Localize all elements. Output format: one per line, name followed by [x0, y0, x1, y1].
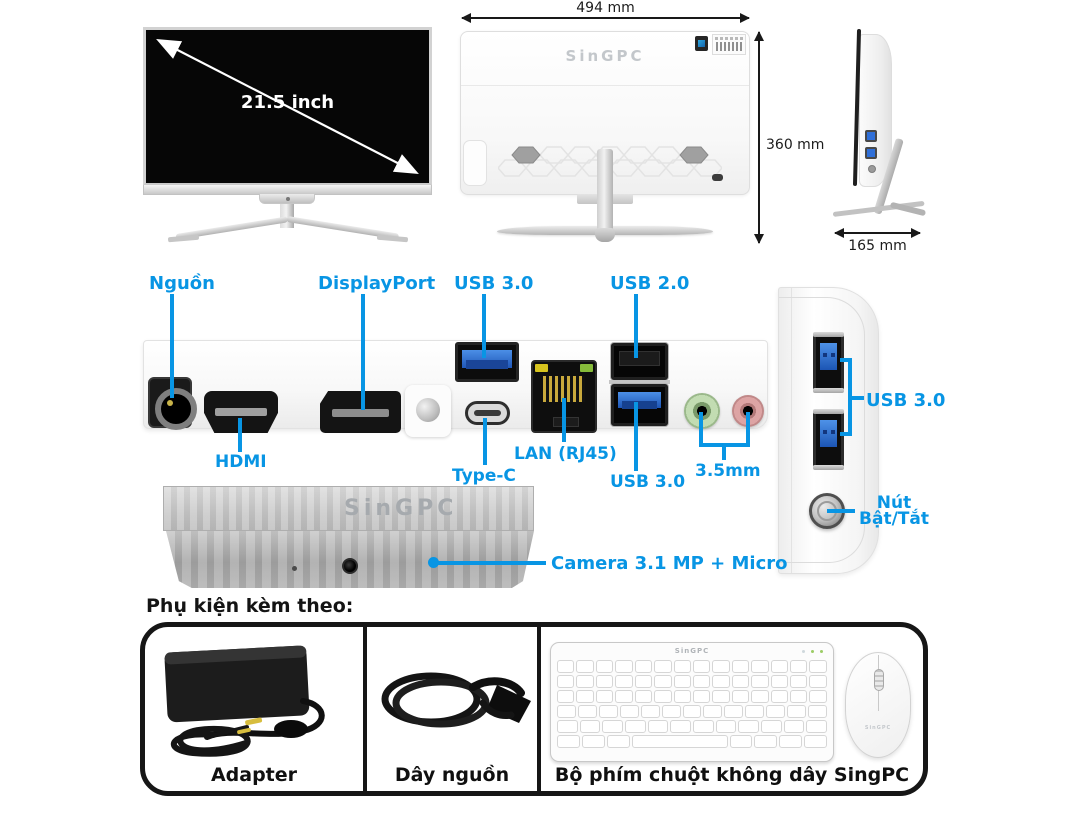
mouse-image: SinGPC	[845, 652, 911, 758]
label-power-button-line2: Bật/Tắt	[859, 509, 929, 529]
mouse-logo: SinGPC	[864, 725, 892, 731]
front-stand-foot-right	[376, 234, 409, 243]
kensington-lock-slot	[712, 174, 723, 181]
microphone-hole-icon	[292, 566, 297, 571]
leader-line-lan	[562, 398, 566, 442]
usb-c-port	[465, 401, 510, 425]
front-stand-foot-left	[167, 234, 200, 243]
label-camera: Camera 3.1 MP + Micro	[551, 553, 788, 574]
accessory-label-adapter: Adapter	[210, 764, 298, 786]
back-logo: SinGPC	[565, 47, 645, 65]
leader-line-typec	[483, 418, 487, 465]
dc-power-port	[148, 377, 197, 430]
leader-stub-side-usb-1	[840, 358, 852, 362]
screen-size-label: 21.5 inch	[240, 92, 335, 113]
accessory-label-keyboard-mouse: Bộ phím chuột không dây SingPC	[554, 764, 910, 786]
keyboard-top-strip: SinGPC	[557, 647, 827, 658]
label-displayport: DisplayPort	[318, 273, 436, 294]
label-usb3-top: USB 3.0	[454, 273, 534, 294]
camera-bar-top-face: SinGPC	[163, 486, 534, 531]
leader-bracket-audio	[699, 443, 750, 447]
leader-line-power-button	[827, 509, 855, 513]
usb3-port-bottom	[611, 384, 668, 426]
width-dimension-label: 494 mm	[576, 0, 635, 16]
depth-dimension-arrow	[834, 228, 921, 238]
leader-line-displayport	[361, 294, 365, 410]
height-dimension-label: 360 mm	[766, 137, 825, 153]
leader-stub-audio	[722, 447, 726, 460]
keyboard-indicator-leds	[820, 650, 823, 653]
power-cord-image	[381, 672, 531, 728]
back-stand-pole	[597, 149, 613, 233]
back-stand-hub	[595, 228, 615, 242]
usb3-port-top	[455, 342, 519, 382]
leader-line-audio-pink	[746, 412, 750, 447]
label-audio-35mm: 3.5mm	[695, 461, 761, 481]
leader-line-usb3-bottom	[634, 402, 638, 471]
front-camera-dot-icon	[286, 197, 290, 201]
camera-bar-logo: SinGPC	[344, 496, 458, 521]
leader-line-power	[170, 294, 174, 398]
displayport-port	[320, 391, 401, 433]
height-dimension-arrow	[754, 31, 764, 244]
side-view-body	[859, 34, 892, 187]
antenna-screw-mount	[405, 385, 451, 437]
label-lan: LAN (RJ45)	[514, 444, 617, 464]
label-usb3-bottom: USB 3.0	[610, 472, 686, 492]
label-power-button-line1: Nút	[876, 493, 912, 513]
usb-metal-cap	[813, 409, 844, 414]
leader-stub-side-usb-2	[840, 432, 852, 436]
label-usb2: USB 2.0	[610, 273, 690, 294]
leader-line-usb2	[634, 294, 638, 358]
width-dimension-arrow	[461, 13, 750, 23]
label-hdmi: HDMI	[215, 452, 267, 472]
depth-dimension-label: 165 mm	[848, 238, 907, 254]
usb-metal-cap	[813, 332, 844, 337]
diagonal-arrow-icon	[156, 38, 419, 175]
leader-line-hdmi	[238, 418, 242, 452]
camera-lens-icon	[342, 558, 358, 574]
label-side-usb3: USB 3.0	[866, 390, 946, 411]
side-view-usb-port-2	[865, 147, 877, 159]
accessory-label-power-cord: Dây nguồn	[394, 764, 510, 786]
side-view-power-button	[868, 165, 876, 173]
usb-stack-divider	[609, 380, 670, 384]
mouse-wheel-icon	[874, 669, 884, 691]
label-power-button: Nút Bật/Tắt	[858, 493, 930, 529]
leader-line-audio-green	[699, 412, 703, 447]
usb2-port	[611, 343, 668, 380]
label-power: Nguồn	[149, 273, 215, 294]
side-panel-groove	[791, 288, 792, 573]
keyboard-image: SinGPC	[550, 642, 834, 762]
front-camera-nub	[259, 194, 315, 204]
usb-metal-cap	[813, 388, 844, 393]
accessory-cell-power-cord: Dây nguồn	[367, 627, 541, 791]
front-view-screen: 21.5 inch	[143, 27, 432, 185]
side-view-usb-port-1	[865, 130, 877, 142]
rear-ports-panel	[143, 340, 768, 437]
keyboard-keys	[557, 660, 828, 748]
side-usb3-port-1	[813, 332, 844, 393]
leader-stub-side-usb-label	[848, 396, 864, 400]
leader-line-camera	[434, 561, 546, 565]
side-usb3-port-2	[813, 409, 844, 470]
accessories-heading: Phụ kiện kèm theo:	[146, 595, 354, 617]
accessory-cell-adapter: Adapter	[145, 627, 367, 791]
leader-line-usb3-top	[482, 294, 486, 358]
accessories-box: Adapter Dây nguồn SinGPC Si	[140, 622, 928, 796]
label-typec: Type-C	[452, 466, 516, 486]
windows-sticker	[695, 36, 708, 51]
leader-dot-camera	[428, 557, 439, 568]
lan-pins	[543, 376, 585, 402]
back-seam-line	[461, 85, 749, 86]
adapter-image	[164, 645, 325, 757]
back-side-port-bulge	[463, 140, 487, 186]
usb-metal-cap	[813, 465, 844, 470]
accessory-cell-keyboard-mouse: SinGPC SinGPC Bộ phím chuột không dây Si…	[541, 627, 923, 791]
barcode-sticker	[712, 34, 746, 55]
keyboard-logo: SinGPC	[674, 647, 710, 655]
lan-latch	[553, 417, 579, 427]
